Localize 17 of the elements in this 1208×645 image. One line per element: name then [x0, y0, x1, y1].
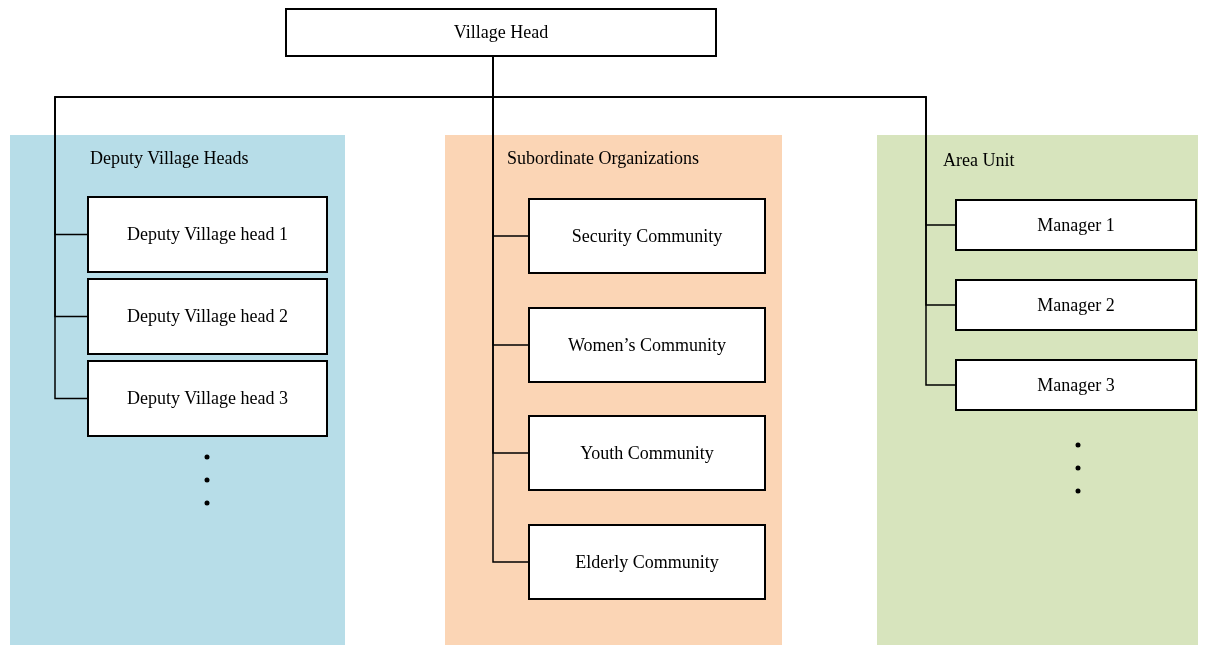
group-panel — [10, 135, 345, 645]
panel-heading: Subordinate Organizations — [507, 147, 701, 169]
panel-heading: Deputy Village Heads — [90, 147, 250, 169]
org-box: Village Head — [285, 8, 717, 57]
org-box: Women’s Community — [528, 307, 766, 383]
group-panel — [445, 135, 782, 645]
org-box: Deputy Village head 2 — [87, 278, 328, 355]
org-box: Security Community — [528, 198, 766, 274]
org-box: Deputy Village head 1 — [87, 196, 328, 273]
org-box: Youth Community — [528, 415, 766, 491]
org-box: Manager 3 — [955, 359, 1197, 411]
org-box: Manager 1 — [955, 199, 1197, 251]
org-box: Elderly Community — [528, 524, 766, 600]
panel-heading: Area Unit — [943, 149, 1016, 171]
group-panel — [877, 135, 1198, 645]
org-box: Manager 2 — [955, 279, 1197, 331]
org-box: Deputy Village head 3 — [87, 360, 328, 437]
